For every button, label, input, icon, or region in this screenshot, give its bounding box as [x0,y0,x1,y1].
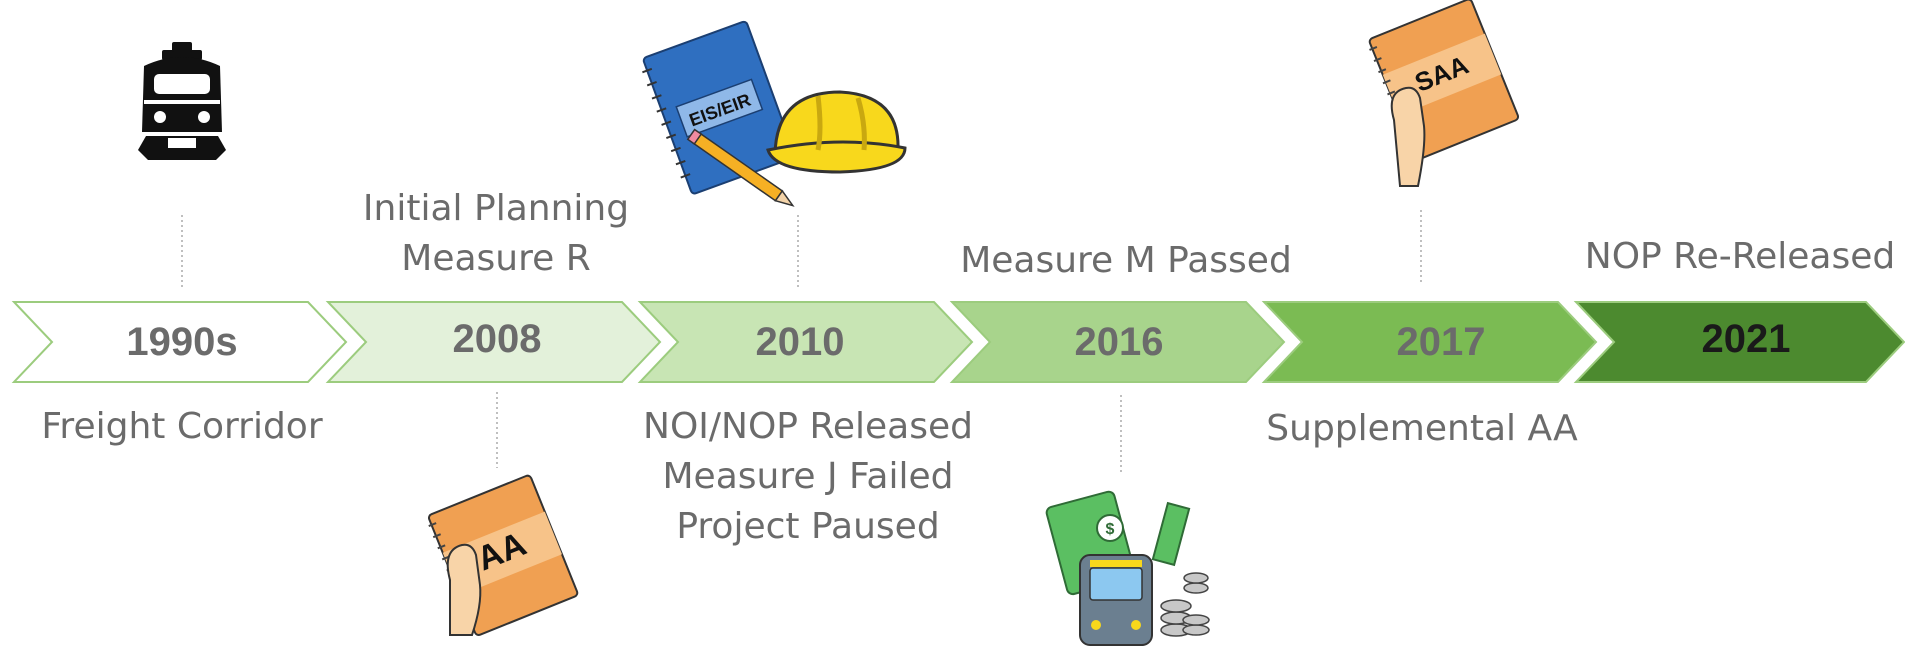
chevron-2017 [1261,301,1598,383]
description-1990s: Freight Corridor [32,402,332,452]
description-line: Initial Planning [362,188,630,229]
year-label-2010: 2010 [755,320,845,364]
chevron-row [11,301,1905,383]
description-line: Measure M Passed [960,240,1292,281]
chevron-2008 [325,301,662,383]
description-line: Supplemental AA [1266,408,1578,449]
description-2017: Supplemental AA [1262,404,1582,454]
year-label-2016: 2016 [1074,320,1164,364]
description-line: Freight Corridor [41,406,323,447]
description-line: NOP Re-Released [1584,236,1896,277]
year-label-2021: 2021 [1701,317,1791,361]
description-line: Measure J Failed [662,456,954,497]
chevron-2016 [949,301,1286,383]
money-bill-icon [1151,501,1191,567]
year-label-2008: 2008 [452,317,542,361]
description-2010: NOI/NOP Released Measure J Failed Projec… [628,402,988,552]
chevron-2010 [637,301,974,383]
year-label-2017: 2017 [1396,320,1486,364]
pencil-icon [686,128,795,207]
svg-text:$: $ [1106,521,1115,538]
hand-icon-2017 [1390,86,1426,187]
chevron-2021 [1573,301,1905,383]
hand-icon [446,543,482,636]
coins-icon [1160,572,1210,637]
chevron-1990s [11,301,348,383]
saa-report-icon: SAA [1368,0,1520,160]
funding-train-icon: $ [1045,490,1210,646]
eis-eir-hardhat-icon: EIS/EIR [642,20,907,207]
year-label-1990s: 1990s [126,320,238,364]
description-2008: Initial Planning Measure R [346,184,646,284]
hardhat-icon [766,90,907,174]
freight-train-icon [138,42,226,160]
aa-report-icon: AA [427,474,579,637]
description-line: NOI/NOP Released [643,406,973,447]
description-line: Project Paused [676,506,940,547]
description-2021: NOP Re-Released [1580,232,1900,282]
description-2016: Measure M Passed [946,236,1306,286]
description-line: Measure R [401,238,591,279]
